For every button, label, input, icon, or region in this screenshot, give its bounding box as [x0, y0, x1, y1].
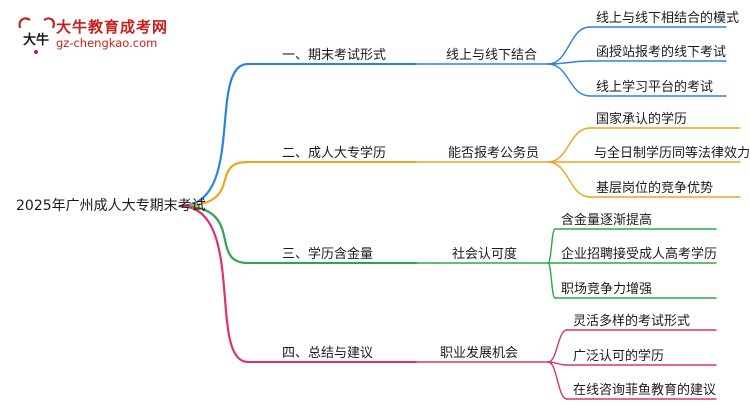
leaf-3-2: 企业招聘接受成人高考学历 [561, 247, 718, 262]
leaf-1-1-connector [547, 26, 591, 65]
branch-1-label: 一、期末考试形式 [282, 48, 387, 63]
leaf-2-3-connector [547, 161, 591, 198]
leaf-4-1-connector [547, 329, 568, 363]
logo-title: 大牛教育成考网 [56, 18, 169, 36]
leaf-4-1: 灵活多样的考试形式 [573, 314, 691, 329]
leaf-4-3-connector [547, 361, 568, 400]
leaf-3-3-connector [547, 262, 556, 299]
branch-1-sub: 线上与线下结合 [446, 48, 538, 63]
leaf-1-3: 线上学习平台的考试 [596, 80, 714, 95]
branch-4-label: 四、总结与建议 [282, 346, 374, 361]
branch-3-connector [178, 204, 250, 265]
branch-2-connector [178, 160, 250, 208]
leaf-2-3: 基层岗位的竞争优势 [596, 181, 714, 196]
leaf-3-3: 职场竞争力增强 [561, 282, 653, 297]
leaf-3-1: 含金量逐渐提高 [561, 213, 653, 228]
leaf-4-2: 广泛认可的学历 [573, 349, 665, 364]
bull-logo-icon: 大牛 [18, 17, 55, 54]
branch-1-connector [178, 62, 250, 208]
branch-2-label: 二、成人大专学历 [282, 146, 387, 161]
branch-3-sub: 社会认可度 [452, 247, 518, 262]
leaf-2-1-connector [547, 127, 591, 163]
leaf-1-3-connector [547, 63, 591, 97]
leaf-1-1: 线上与线下相结合的模式 [596, 11, 740, 26]
logo-url: gz-chengkao.com [56, 36, 158, 50]
branch-4-sub: 职业发展机会 [440, 346, 519, 361]
branch-2-sub: 能否报考公务员 [448, 146, 540, 161]
logo-mark-text: 大牛 [23, 32, 49, 48]
branch-4-connector [178, 204, 250, 364]
leaf-2-1: 国家承认的学历 [596, 112, 688, 127]
leaf-2-2: 与全日制学历同等法律效力 [594, 146, 750, 161]
root-node: 2025年广州成人大专期末考试 [16, 198, 206, 214]
leaf-1-2: 函授站报考的线下考试 [596, 45, 727, 60]
site-logo: 大牛 大牛教育成考网 gz-chengkao.com [14, 14, 214, 56]
leaf-4-3: 在线咨询菲鱼教育的建议 [573, 383, 717, 398]
branch-3-label: 三、学历含金量 [282, 247, 374, 262]
leaf-3-1-connector [547, 228, 556, 264]
